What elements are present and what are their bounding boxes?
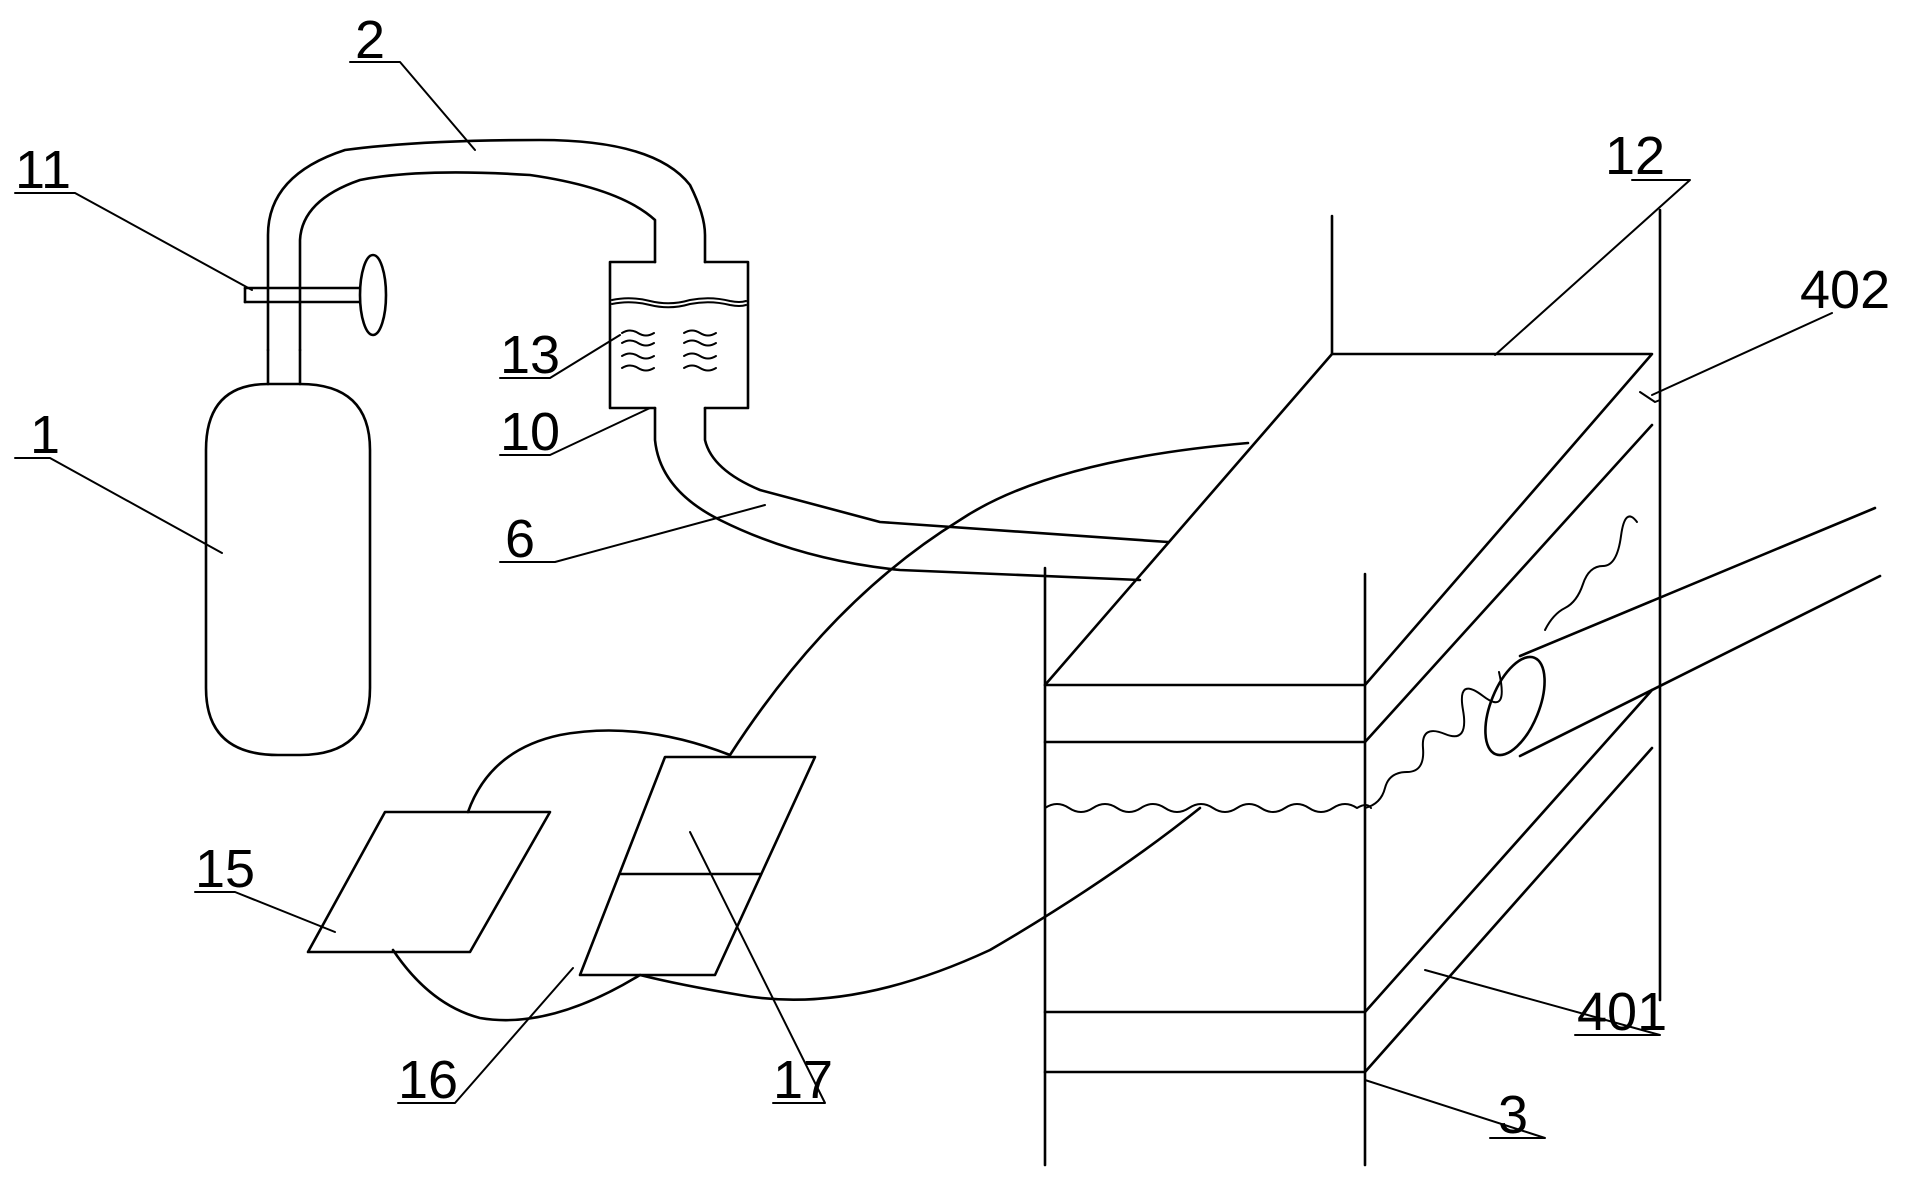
- bottle: [608, 260, 750, 410]
- label-3: 3: [1498, 1085, 1528, 1145]
- inlet-tube: [1484, 506, 1882, 758]
- leader-lines: [14, 61, 1833, 1139]
- reference-labels: 1 2 3 6 10 11 12 13 15 16 17 401 402: [15, 10, 1890, 1145]
- label-402: 402: [1800, 260, 1890, 320]
- tank: [1043, 208, 1662, 1167]
- label-17: 17: [773, 1050, 833, 1110]
- label-11: 11: [15, 140, 71, 200]
- label-401: 401: [1577, 982, 1667, 1042]
- cable: [391, 441, 1250, 1022]
- pipe-outlet: [653, 406, 1170, 582]
- label-2: 2: [355, 10, 385, 70]
- valve: [243, 253, 388, 337]
- label-15: 15: [195, 839, 255, 899]
- liquid-waves: [621, 329, 717, 372]
- gas-cylinder: [204, 348, 372, 757]
- panel-a: [306, 810, 552, 954]
- pipe-top: [266, 138, 707, 352]
- label-12: 12: [1605, 126, 1665, 186]
- label-6: 6: [505, 509, 535, 569]
- label-13: 13: [500, 325, 560, 385]
- label-10: 10: [500, 402, 560, 462]
- label-1: 1: [30, 405, 60, 465]
- panel-b: [578, 755, 817, 977]
- label-16: 16: [398, 1050, 458, 1110]
